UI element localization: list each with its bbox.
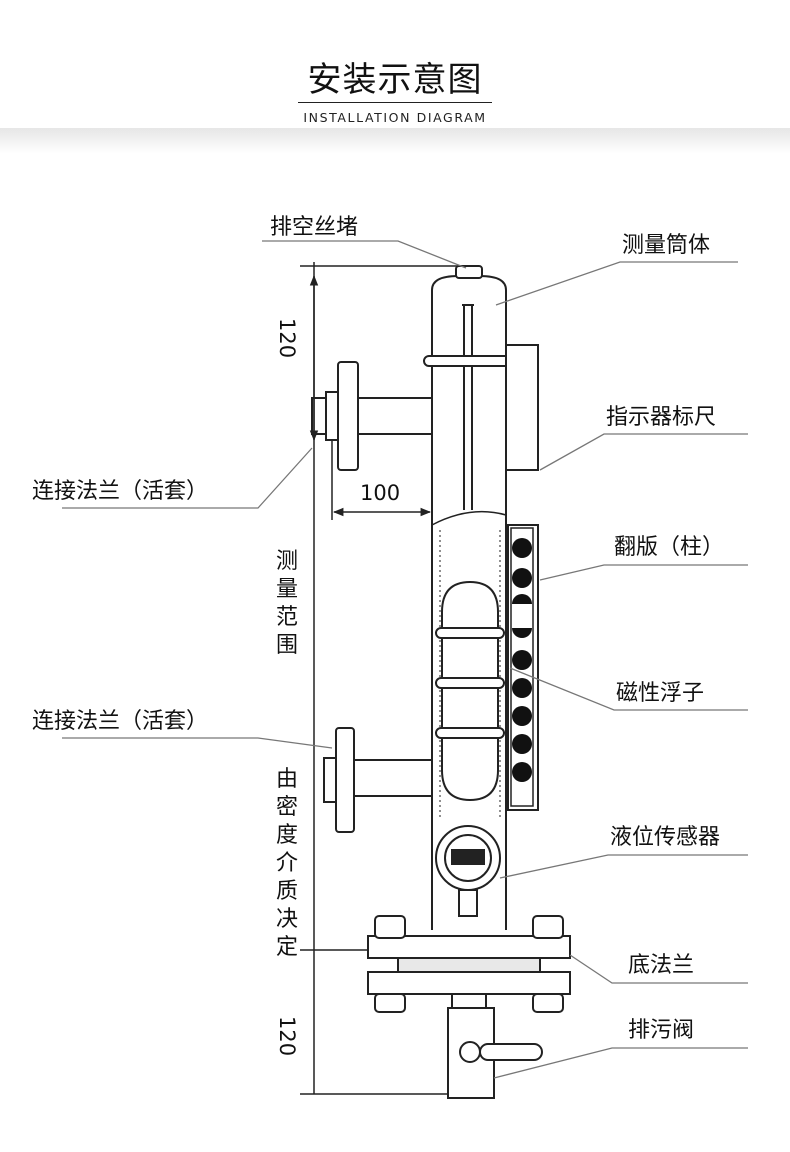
density-note-char: 度 — [276, 823, 298, 848]
label-vent-plug: 排空丝堵 — [270, 215, 358, 240]
leader-lines — [62, 240, 748, 1079]
label-flap-column: 翻版（柱） — [614, 535, 724, 560]
page-title: 安装示意图 — [307, 60, 483, 100]
vertical-measure-range: 测 量 范 围 — [276, 549, 298, 658]
flap-column — [510, 527, 534, 807]
page-header: 安装示意图 INSTALLATION DIAGRAM — [0, 0, 790, 154]
label-bottom-flange: 底法兰 — [628, 953, 694, 978]
magnetic-float — [435, 580, 505, 802]
page-subtitle: INSTALLATION DIAGRAM — [303, 110, 487, 125]
dim-flange-length: 100 — [360, 481, 400, 505]
label-flange-side: 连接法兰（活套） — [32, 709, 208, 734]
label-indicator-scale: 指示器标尺 — [606, 405, 716, 430]
bottom-flange — [367, 915, 571, 1013]
measure-range-char: 量 — [276, 577, 298, 602]
dim-top-gap: 120 — [275, 318, 299, 358]
label-drain-valve: 排污阀 — [628, 1018, 694, 1043]
density-note-char: 介 — [276, 851, 298, 876]
density-note-char: 由 — [276, 767, 298, 792]
measure-range-char: 围 — [276, 633, 298, 658]
measure-range-char: 测 — [276, 549, 298, 574]
density-note-char: 密 — [276, 795, 298, 820]
label-flange-top: 连接法兰（活套） — [32, 479, 208, 504]
vertical-density-note: 由 密 度 介 质 决 定 — [276, 767, 298, 960]
density-note-char: 决 — [276, 907, 298, 932]
side-flange — [323, 727, 433, 833]
label-magnetic-float: 磁性浮子 — [616, 681, 704, 706]
vent-plug-icon — [455, 265, 483, 279]
header-shadow — [0, 128, 790, 154]
density-note-char: 定 — [276, 935, 298, 960]
label-level-sensor: 液位传感器 — [610, 825, 720, 850]
top-flange — [311, 361, 433, 471]
level-sensor — [435, 825, 501, 917]
measure-range-char: 范 — [276, 605, 298, 630]
label-measure-tube: 测量筒体 — [622, 233, 710, 258]
dim-bottom-gap: 120 — [275, 1016, 299, 1056]
title-divider — [298, 102, 492, 103]
drain-valve — [447, 993, 543, 1099]
dimension-lines — [300, 262, 460, 1095]
density-note-char: 质 — [276, 879, 298, 904]
